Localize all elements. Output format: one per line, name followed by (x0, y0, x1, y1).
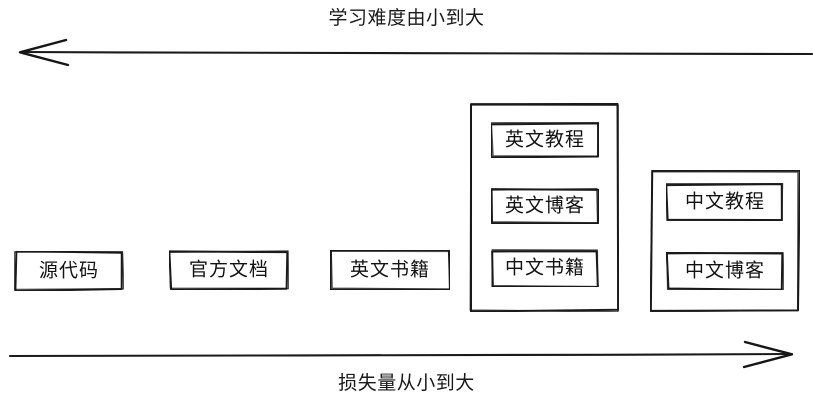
node-label: 中文教程 (684, 190, 765, 213)
node-label: 中文博客 (684, 259, 765, 282)
node-label: 英文书籍 (349, 258, 430, 281)
node-english-tutorial[interactable]: 英文教程 (491, 122, 599, 158)
node-border (14, 251, 124, 291)
node-border (666, 183, 784, 221)
node-label: 官方文档 (188, 258, 269, 281)
node-border (169, 250, 289, 290)
node-english-books[interactable]: 英文书籍 (330, 250, 450, 290)
node-source-code[interactable]: 源代码 (14, 251, 124, 291)
node-border (491, 188, 599, 224)
node-chinese-books[interactable]: 中文书籍 (491, 249, 599, 287)
group-border (469, 103, 619, 312)
arrow-right-icon (8, 340, 794, 369)
group-english[interactable]: 英文教程 英文博客 中文书籍 (469, 103, 619, 312)
top-axis-label: 学习难度由小到大 (328, 7, 485, 29)
node-border (491, 249, 599, 287)
node-chinese-tutorial[interactable]: 中文教程 (666, 183, 784, 221)
node-chinese-blog[interactable]: 中文博客 (666, 252, 784, 290)
node-border (330, 250, 450, 290)
node-label: 中文书籍 (504, 256, 585, 279)
node-english-blog[interactable]: 英文博客 (491, 188, 599, 224)
group-chinese[interactable]: 中文教程 中文博客 (650, 170, 800, 312)
node-label: 英文教程 (504, 128, 585, 151)
bottom-axis-label: 损失量从小到大 (338, 372, 475, 394)
node-label: 源代码 (38, 259, 99, 282)
node-official-docs[interactable]: 官方文档 (169, 250, 289, 290)
node-label: 英文博客 (504, 194, 585, 217)
arrow-left-icon (18, 38, 813, 67)
node-border (491, 122, 599, 158)
node-border (666, 252, 784, 290)
group-border (650, 170, 800, 312)
